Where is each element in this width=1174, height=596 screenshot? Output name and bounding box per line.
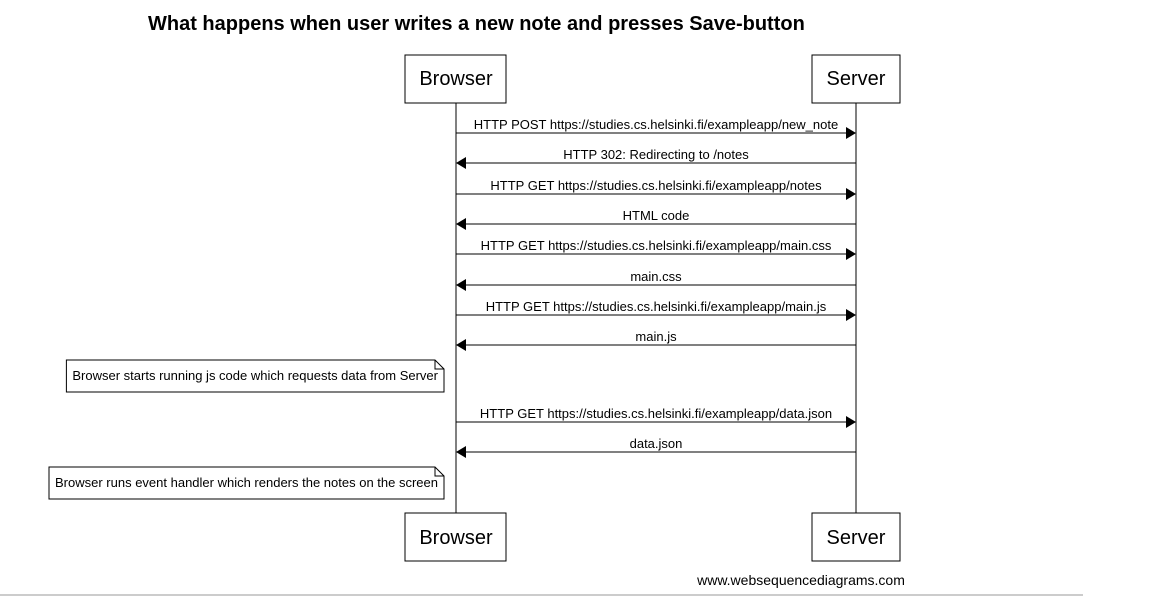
sequence-steps: HTTP POST https://studies.cs.helsinki.fi… (48, 117, 856, 500)
message-label: HTTP GET https://studies.cs.helsinki.fi/… (481, 238, 832, 253)
message-label: main.js (635, 329, 677, 344)
server-actor-top: Server (811, 54, 901, 104)
browser-actor-label: Browser (419, 527, 493, 549)
message-label: HTTP POST https://studies.cs.helsinki.fi… (474, 117, 838, 132)
message-label: HTTP GET https://studies.cs.helsinki.fi/… (486, 299, 827, 314)
note-fold (434, 467, 444, 477)
message-label: HTML code (623, 208, 690, 223)
browser-actor-top: Browser (404, 54, 507, 104)
message-label: HTTP 302: Redirecting to /notes (563, 147, 749, 162)
server-actor-label: Server (827, 68, 886, 90)
note-label: Browser runs event handler which renders… (55, 475, 438, 490)
note-box (48, 466, 445, 500)
watermark-footer: www.websequencediagrams.com (696, 572, 905, 588)
message-label: data.json (630, 436, 683, 451)
message-label: main.css (630, 269, 682, 284)
diagram-title: What happens when user writes a new note… (148, 13, 805, 35)
server-actor-label: Server (827, 527, 886, 549)
note-fold (434, 360, 444, 370)
server-actor-bottom: Server (811, 512, 901, 562)
message-label: HTTP GET https://studies.cs.helsinki.fi/… (490, 178, 822, 193)
message-label: HTTP GET https://studies.cs.helsinki.fi/… (480, 406, 832, 421)
note: Browser runs event handler which renders… (48, 466, 445, 500)
note-box (65, 359, 445, 393)
browser-actor-label: Browser (419, 68, 493, 90)
note-label: Browser starts running js code which req… (72, 368, 438, 383)
note: Browser starts running js code which req… (65, 359, 445, 393)
browser-actor-bottom: Browser (404, 512, 507, 562)
